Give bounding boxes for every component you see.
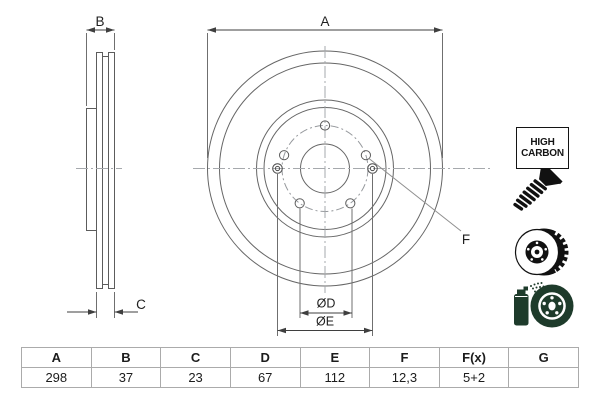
friction-ring-outline <box>96 52 115 289</box>
label-diameter-E: ØE <box>316 315 334 329</box>
spec-value-A: 298 <box>21 367 92 388</box>
spec-header-F: F <box>369 347 440 368</box>
spec-value-G <box>508 367 579 388</box>
countersunk-screw-icon <box>513 168 563 211</box>
dimension-D <box>299 208 353 318</box>
spec-header-row: A B C D E F F(x) G <box>21 347 579 368</box>
label-C: C <box>136 297 146 312</box>
dimension-B <box>86 27 115 106</box>
spec-header-C: C <box>160 347 231 368</box>
dimension-spec-table: A B C D E F F(x) G 298 37 23 67 112 12,3… <box>21 347 579 388</box>
dimension-A <box>207 27 443 158</box>
high-carbon-line1: HIGH <box>530 136 555 148</box>
spec-header-Fx: F(x) <box>438 347 510 368</box>
spec-header-E: E <box>299 347 371 368</box>
spec-value-C: 23 <box>160 367 231 388</box>
spec-header-B: B <box>90 347 162 368</box>
vented-brake-disc-icon <box>514 228 570 276</box>
spec-header-A: A <box>21 347 92 368</box>
spec-header-D: D <box>229 347 301 368</box>
dimension-C <box>67 292 138 318</box>
side-view-cross-section <box>86 52 115 289</box>
label-B: B <box>95 14 104 29</box>
spec-value-D: 67 <box>229 367 301 388</box>
spec-value-B: 37 <box>90 367 162 388</box>
spec-value-E: 112 <box>299 367 371 388</box>
label-diameter-D: ØD <box>317 297 336 311</box>
high-carbon-badge: HIGH CARBON <box>516 127 569 169</box>
coated-brake-disc-spray-icon <box>514 282 574 328</box>
spec-header-G: G <box>508 347 579 368</box>
spec-value-F: 12,3 <box>369 367 440 388</box>
hat-outline <box>86 108 97 231</box>
dimension-E <box>277 174 373 336</box>
high-carbon-line2: CARBON <box>521 148 564 159</box>
bolt-holes <box>279 120 371 209</box>
leader-line-F <box>368 158 462 232</box>
spec-value-Fx: 5+2 <box>438 367 510 388</box>
label-F: F <box>462 232 470 247</box>
spec-value-row: 298 37 23 67 112 12,3 5+2 <box>21 367 579 388</box>
label-A: A <box>320 14 329 29</box>
fixing-screw-holes <box>272 163 378 174</box>
